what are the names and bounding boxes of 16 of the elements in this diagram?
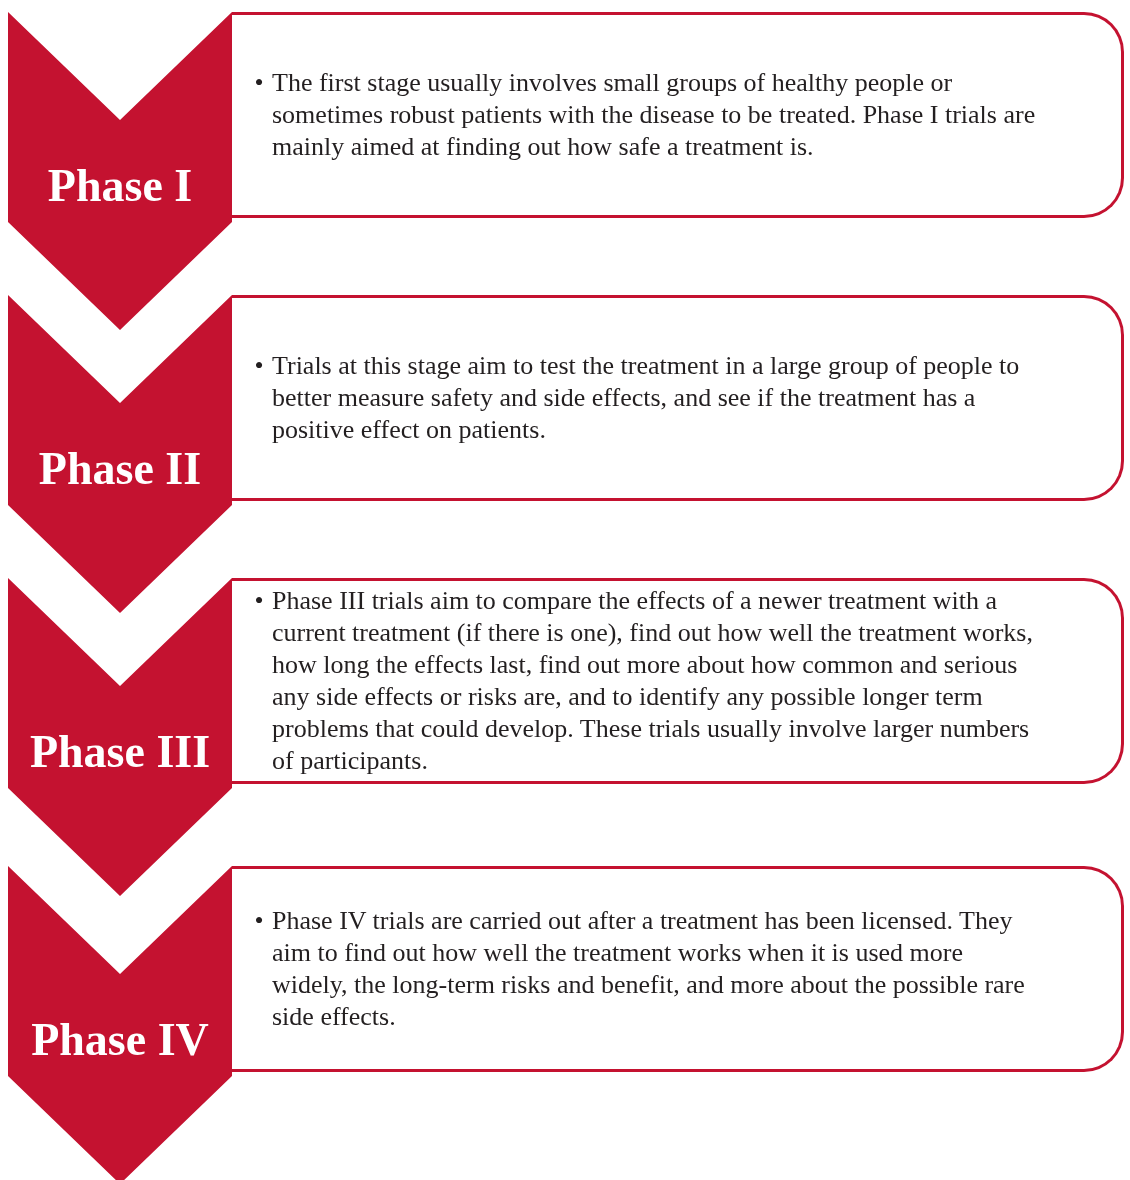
phase-label: Phase III [28, 726, 212, 778]
bullet-mark: • [253, 905, 265, 937]
description-text: Phase IV trials are carried out after a treatment has been licensed. They aim to find out how well the treatment works when it is used more widely, the long-term risks and benefit, and more about the possible rare side effects. [272, 905, 1026, 1033]
phase-label: Phase I [46, 160, 194, 212]
description-text: Trials at this stage aim to test the treatment in a large group of people to better measure safety and side effects, and see if the treatment has a positive effect on patients. [272, 350, 1021, 446]
phase-label: Phase II [37, 443, 203, 495]
bullet-mark: • [253, 67, 265, 99]
description-box [232, 295, 1124, 501]
description-box [232, 578, 1124, 784]
description-box [232, 12, 1124, 218]
description-text: The first stage usually involves small groups of healthy people or sometimes robust patients with the disease to be treated. Phase I trials are mainly aimed at finding out how safe a treatment is. [272, 67, 1037, 163]
bullet-mark: • [253, 585, 265, 617]
phase-label: Phase IV [30, 1014, 210, 1066]
bullet-mark: • [253, 350, 265, 382]
description-box [232, 866, 1124, 1072]
description-text: Phase III trials aim to compare the effects of a newer treatment with a current treatment (if there is one), find out how well the treatment works, how long the effects last, find out more about how common and serious any side effects or risks are, and to identify any possible longer term problems that could develop. These trials usually involve larger numbers of participants. [272, 585, 1034, 777]
